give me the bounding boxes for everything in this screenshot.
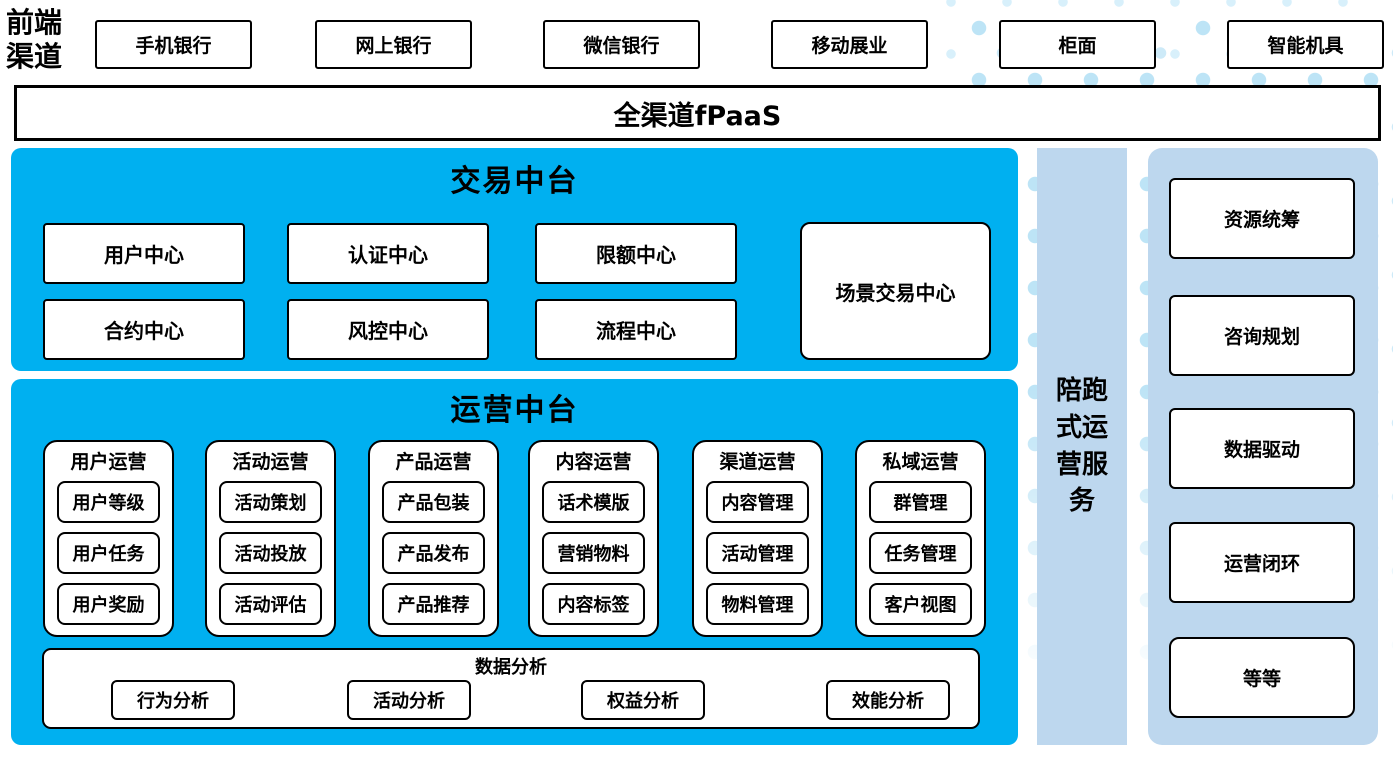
op-column-channel: 渠道运营 内容管理 活动管理 物料管理 xyxy=(692,440,823,637)
op-column-title: 渠道运营 xyxy=(719,451,796,473)
right-service-panel: 资源统筹 咨询规划 数据驱动 运营闭环 等等 xyxy=(1148,148,1378,745)
op-item: 用户任务 xyxy=(57,532,160,574)
op-item: 营销物料 xyxy=(542,532,645,574)
op-item: 物料管理 xyxy=(706,583,809,625)
service-box-resource: 资源统筹 xyxy=(1169,178,1355,259)
op-column-title: 产品运营 xyxy=(395,451,472,473)
fpaas-bar: 全渠道fPaaS xyxy=(14,85,1381,141)
op-item: 产品推荐 xyxy=(382,583,485,625)
op-item: 活动评估 xyxy=(219,583,322,625)
op-column-title: 活动运营 xyxy=(232,451,309,473)
service-box-etc: 等等 xyxy=(1169,637,1355,718)
op-item: 产品包装 xyxy=(382,481,485,523)
center-box-process: 流程中心 xyxy=(535,299,737,360)
channel-box-smart-machine: 智能机具 xyxy=(1227,20,1384,69)
op-column-title: 用户运营 xyxy=(70,451,147,473)
data-analysis-title: 数据分析 xyxy=(475,657,547,678)
op-item: 内容管理 xyxy=(706,481,809,523)
op-item: 活动策划 xyxy=(219,481,322,523)
op-item: 用户奖励 xyxy=(57,583,160,625)
op-item: 内容标签 xyxy=(542,583,645,625)
op-item: 任务管理 xyxy=(869,532,972,574)
service-box-data-driven: 数据驱动 xyxy=(1169,408,1355,489)
operation-platform-title: 运营中台 xyxy=(450,393,579,428)
front-channels-label: 前端渠道 xyxy=(6,6,63,74)
op-item: 产品发布 xyxy=(382,532,485,574)
data-analysis-panel: 数据分析 行为分析 活动分析 权益分析 效能分析 xyxy=(42,648,980,729)
trade-platform-panel: 交易中台 用户中心 认证中心 限额中心 合约中心 风控中心 流程中心 场景交易中… xyxy=(11,148,1018,371)
trade-platform-title: 交易中台 xyxy=(450,164,579,199)
op-column-private-domain: 私域运营 群管理 任务管理 客户视图 xyxy=(855,440,986,637)
op-column-user: 用户运营 用户等级 用户任务 用户奖励 xyxy=(43,440,174,637)
op-item: 活动投放 xyxy=(219,532,322,574)
center-box-contract: 合约中心 xyxy=(43,299,245,360)
analysis-box-behavior: 行为分析 xyxy=(111,680,235,720)
service-box-consulting: 咨询规划 xyxy=(1169,295,1355,376)
channel-box-wechat-banking: 微信银行 xyxy=(543,20,700,69)
op-column-title: 私域运营 xyxy=(882,451,959,473)
op-item: 用户等级 xyxy=(57,481,160,523)
service-box-closed-loop: 运营闭环 xyxy=(1169,522,1355,603)
scene-trade-center-box: 场景交易中心 xyxy=(800,222,991,360)
channel-box-online-banking: 网上银行 xyxy=(315,20,472,69)
op-column-content: 内容运营 话术模版 营销物料 内容标签 xyxy=(528,440,659,637)
op-column-product: 产品运营 产品包装 产品发布 产品推荐 xyxy=(368,440,499,637)
side-service-bar: 陪跑式运营服务 xyxy=(1037,148,1127,745)
channel-box-counter: 柜面 xyxy=(999,20,1156,69)
analysis-box-efficiency: 效能分析 xyxy=(826,680,950,720)
center-box-user: 用户中心 xyxy=(43,223,245,284)
side-service-label: 陪跑式运营服务 xyxy=(1055,375,1108,517)
op-column-activity: 活动运营 活动策划 活动投放 活动评估 xyxy=(205,440,336,637)
channel-box-mobile-banking: 手机银行 xyxy=(95,20,252,69)
analysis-box-activity: 活动分析 xyxy=(347,680,471,720)
analysis-box-rights: 权益分析 xyxy=(581,680,705,720)
op-item: 活动管理 xyxy=(706,532,809,574)
op-item: 客户视图 xyxy=(869,583,972,625)
op-column-title: 内容运营 xyxy=(555,451,632,473)
operation-platform-panel: 运营中台 用户运营 用户等级 用户任务 用户奖励 活动运营 活动策划 活动投放 … xyxy=(11,379,1018,745)
op-item: 群管理 xyxy=(869,481,972,523)
op-item: 话术模版 xyxy=(542,481,645,523)
center-box-limit: 限额中心 xyxy=(535,223,737,284)
channel-box-mobile-marketing: 移动展业 xyxy=(771,20,928,69)
center-box-auth: 认证中心 xyxy=(287,223,489,284)
center-box-risk: 风控中心 xyxy=(287,299,489,360)
